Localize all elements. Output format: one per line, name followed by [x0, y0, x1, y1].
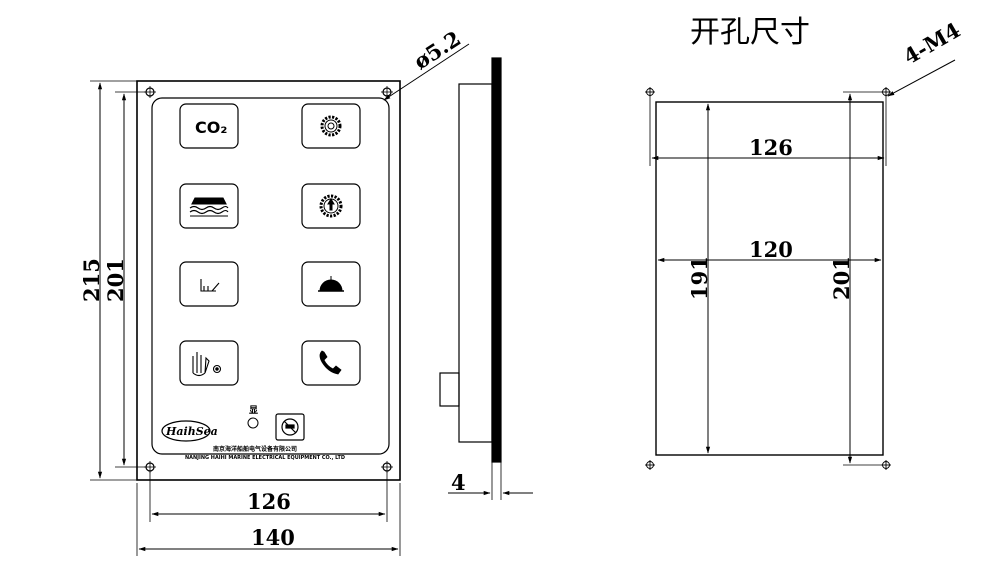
side-body [458, 83, 493, 443]
dim-height-holes-label: 201 [829, 256, 854, 300]
dim-width-inner-label: 126 [247, 489, 291, 514]
panel-button [179, 183, 239, 229]
dim-width-outer-label: 140 [251, 525, 295, 550]
front-view [90, 43, 470, 556]
company-name-en: NANJING HAIHI MARINE ELECTRICAL EQUIPMEN… [185, 455, 345, 461]
no-smoking-icon [281, 418, 299, 436]
side-connector [439, 372, 460, 407]
panel-button [179, 340, 239, 386]
mounting-hole [381, 461, 393, 473]
co2-button-label: CO₂ [195, 118, 227, 137]
thread-hole [881, 460, 891, 470]
fire-hand-icon [192, 352, 222, 377]
logo-text: HaihSea [165, 425, 218, 438]
side-view [439, 57, 533, 500]
front-panel-face [151, 97, 390, 455]
dim-height-outer-label: 215 [79, 258, 104, 302]
dim-hole-label: ø5.2 [409, 26, 465, 74]
lifeboat-icon [189, 197, 229, 217]
thread-hole [645, 87, 655, 97]
dim-thread-label: 4-M4 [899, 17, 964, 69]
panel-button [301, 340, 361, 386]
thread-leader-line [887, 59, 956, 97]
mounting-hole [381, 86, 393, 98]
panel-button [301, 183, 361, 229]
panel-button [301, 103, 361, 149]
dim-width-cutout-label: 120 [749, 237, 793, 262]
panel-button [179, 261, 239, 307]
side-front-plate [491, 57, 502, 463]
thread-hole [645, 460, 655, 470]
front-plate-outline [136, 80, 401, 481]
fire-pump-icon [319, 194, 343, 218]
bilge-icon [200, 279, 220, 292]
logo-badge [161, 420, 211, 442]
indicator-led [247, 417, 259, 429]
telephone-icon [319, 350, 342, 375]
dim-height-inner-label: 201 [103, 258, 128, 302]
panel-button [301, 261, 361, 307]
cutout-title: 开孔尺寸 [690, 15, 810, 50]
indicator-label: 显 [249, 405, 258, 416]
gear-icon [320, 115, 342, 137]
cutout-rectangle [655, 101, 884, 456]
hole-leader-line [383, 43, 470, 101]
company-name-cn: 南京海洋船舶电气设备有限公司 [213, 445, 297, 453]
no-smoking-box [275, 413, 305, 441]
dim-height-cutout-label: 191 [687, 256, 712, 300]
panel-button [179, 103, 239, 149]
dim-depth-label: 4 [451, 470, 466, 495]
dim-width-holes-label: 126 [749, 135, 793, 160]
cutout-view [645, 59, 956, 470]
sun-gauge-icon [318, 276, 344, 292]
